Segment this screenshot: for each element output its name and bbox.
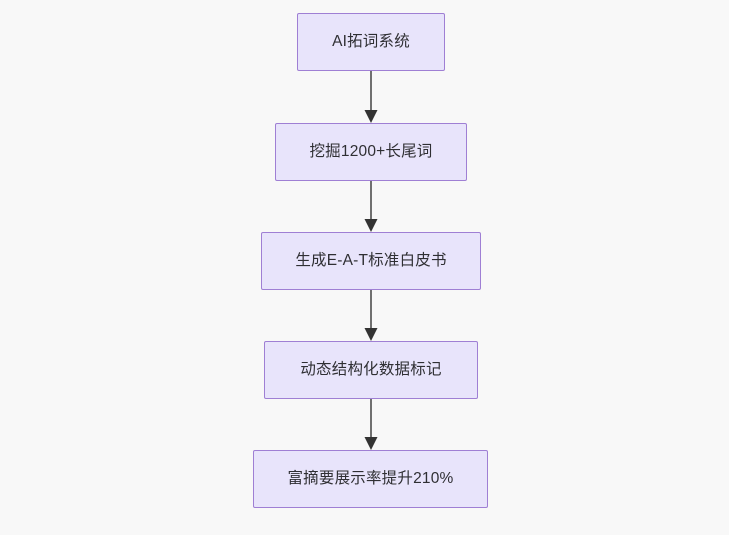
flow-node-label: AI拓词系统 bbox=[332, 33, 410, 51]
flow-node-generate-eat-whitepaper[interactable]: 生成E-A-T标准白皮书 bbox=[261, 232, 481, 290]
flow-node-label: 挖掘1200+长尾词 bbox=[309, 143, 433, 161]
flow-node-ai-keyword-system[interactable]: AI拓词系统 bbox=[297, 13, 445, 71]
flow-node-mine-longtail-keywords[interactable]: 挖掘1200+长尾词 bbox=[275, 123, 467, 181]
flow-node-label: 生成E-A-T标准白皮书 bbox=[295, 252, 447, 270]
arrow-down-icon bbox=[364, 181, 378, 232]
flow-node-rich-snippet-impression-lift[interactable]: 富摘要展示率提升210% bbox=[253, 450, 488, 508]
flow-edge-n4-to-n5 bbox=[360, 399, 382, 450]
arrow-down-icon bbox=[364, 71, 378, 123]
flow-edge-n3-to-n4 bbox=[360, 290, 382, 341]
flow-node-label: 富摘要展示率提升210% bbox=[287, 470, 454, 488]
flow-edge-n2-to-n3 bbox=[360, 181, 382, 232]
flow-node-dynamic-structured-data-markup[interactable]: 动态结构化数据标记 bbox=[264, 341, 478, 399]
flow-edge-n1-to-n2 bbox=[360, 71, 382, 123]
arrow-down-icon bbox=[364, 290, 378, 341]
arrow-down-icon bbox=[364, 399, 378, 450]
flow-node-label: 动态结构化数据标记 bbox=[300, 361, 442, 379]
